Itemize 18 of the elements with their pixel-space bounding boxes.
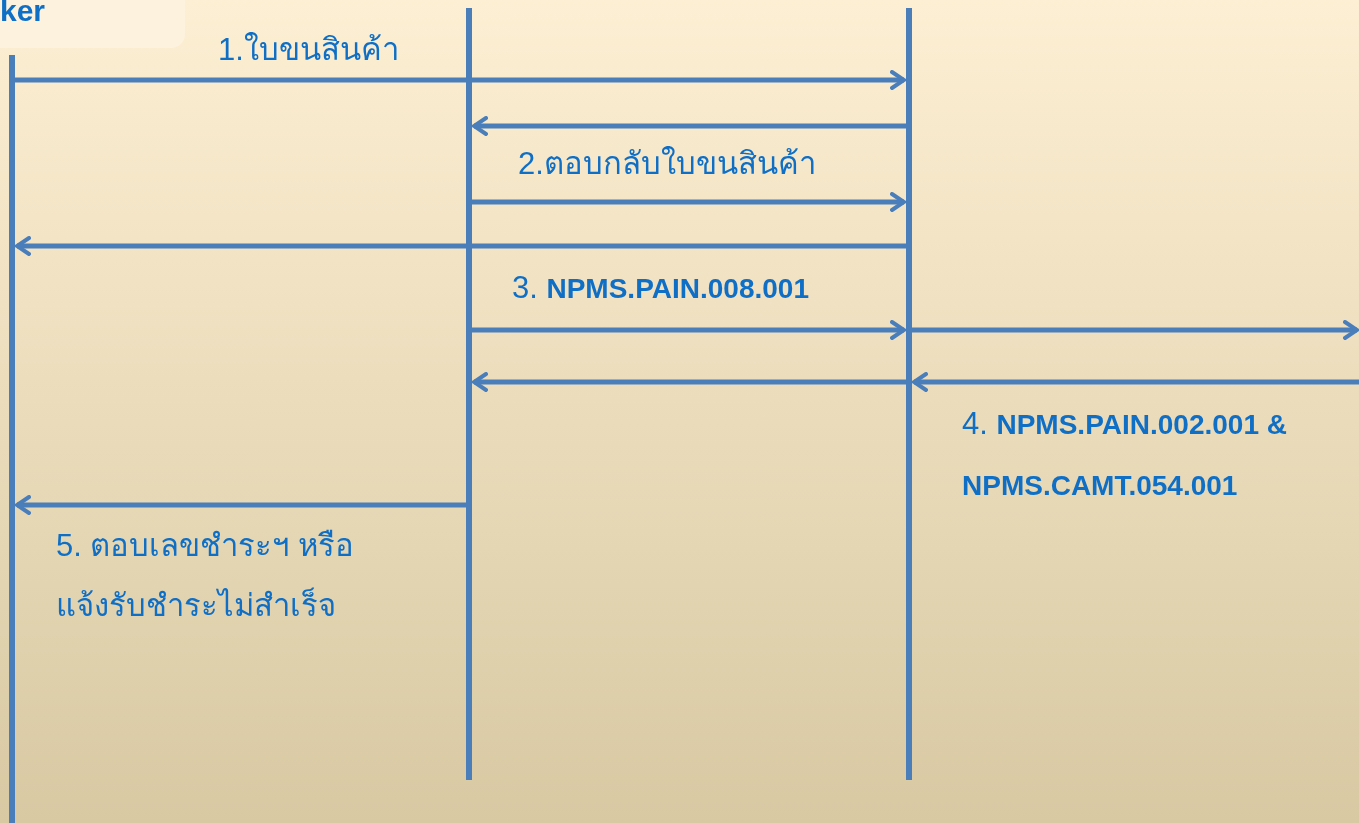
message-arrow [15, 70, 906, 90]
actor-name: ker [0, 0, 46, 28]
lifeline [466, 8, 472, 780]
message-label: 3. NPMS.PAIN.008.001 [512, 269, 810, 307]
message-arrow [15, 495, 466, 515]
message-arrow [472, 320, 906, 340]
message-label: 1.ใบขนสินค้า [218, 31, 400, 69]
lifeline [9, 55, 15, 823]
message-arrow [912, 320, 1359, 340]
message-arrow [15, 236, 906, 256]
message-arrow [472, 116, 906, 136]
message-label: 4. NPMS.PAIN.002.001 & NPMS.CAMT.054.001 [962, 405, 1288, 503]
message-arrow [472, 192, 906, 212]
lifeline [906, 8, 912, 780]
message-label: 2.ตอบกลับใบขนสินค้า [518, 145, 817, 183]
message-label: 5. ตอบเลขชำระฯ หรือ แจ้งรับชำระไม่สำเร็จ [56, 527, 356, 625]
message-arrow [472, 372, 906, 392]
message-arrow [912, 372, 1359, 392]
